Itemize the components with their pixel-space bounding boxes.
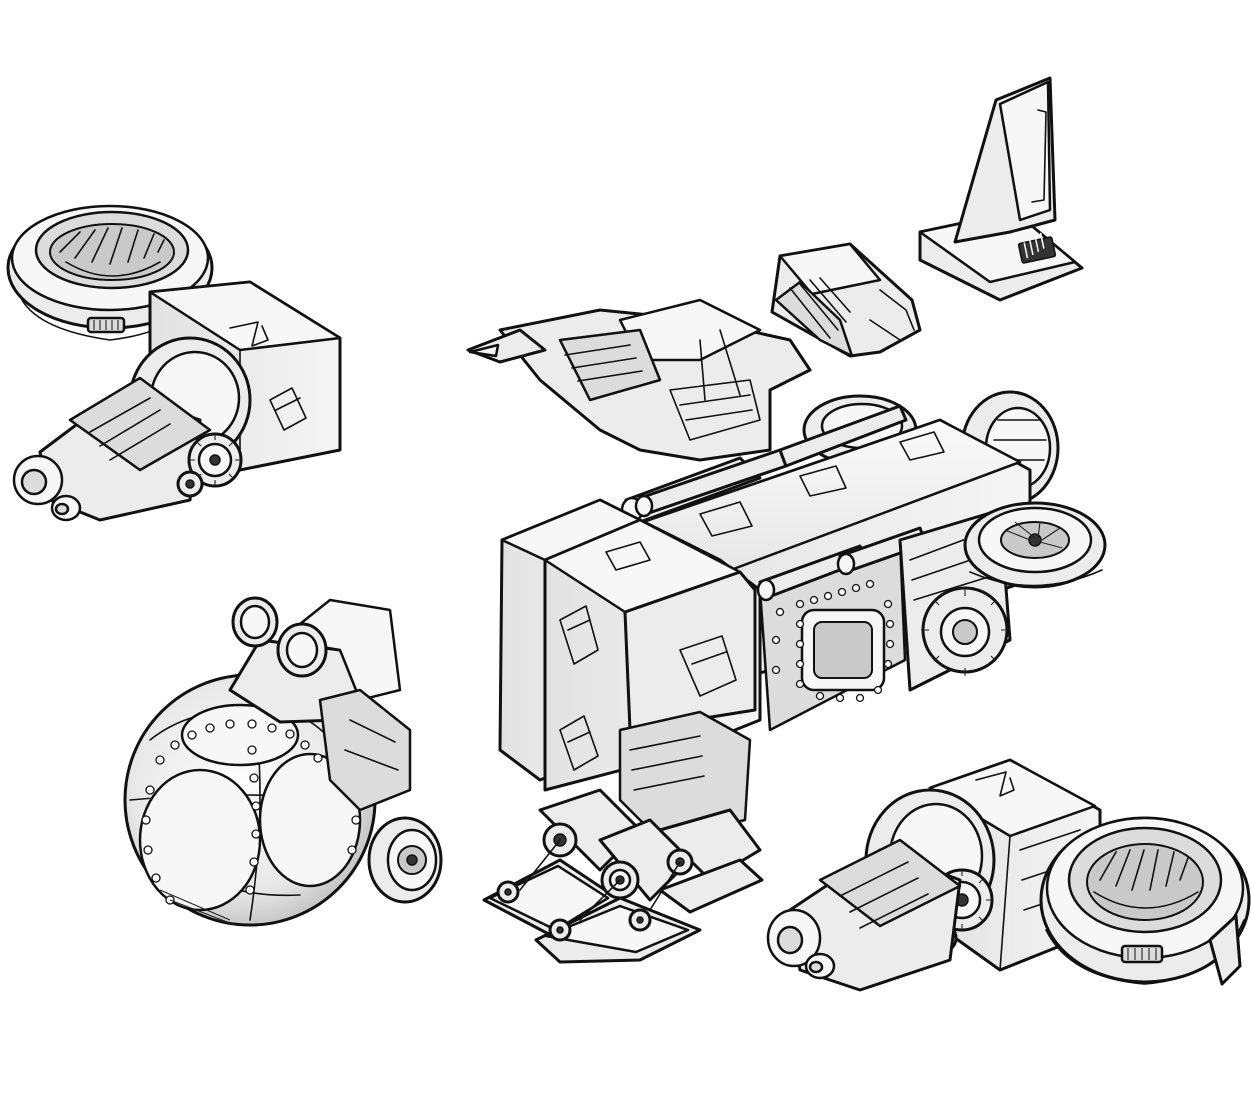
fuel-tank-sphere xyxy=(123,596,443,927)
tail-fin xyxy=(918,76,1084,302)
engine-pod-left xyxy=(6,204,342,522)
dropship-hull xyxy=(482,390,1107,964)
engine-pod-right xyxy=(766,758,1251,992)
armor-plate-crate xyxy=(770,242,922,358)
